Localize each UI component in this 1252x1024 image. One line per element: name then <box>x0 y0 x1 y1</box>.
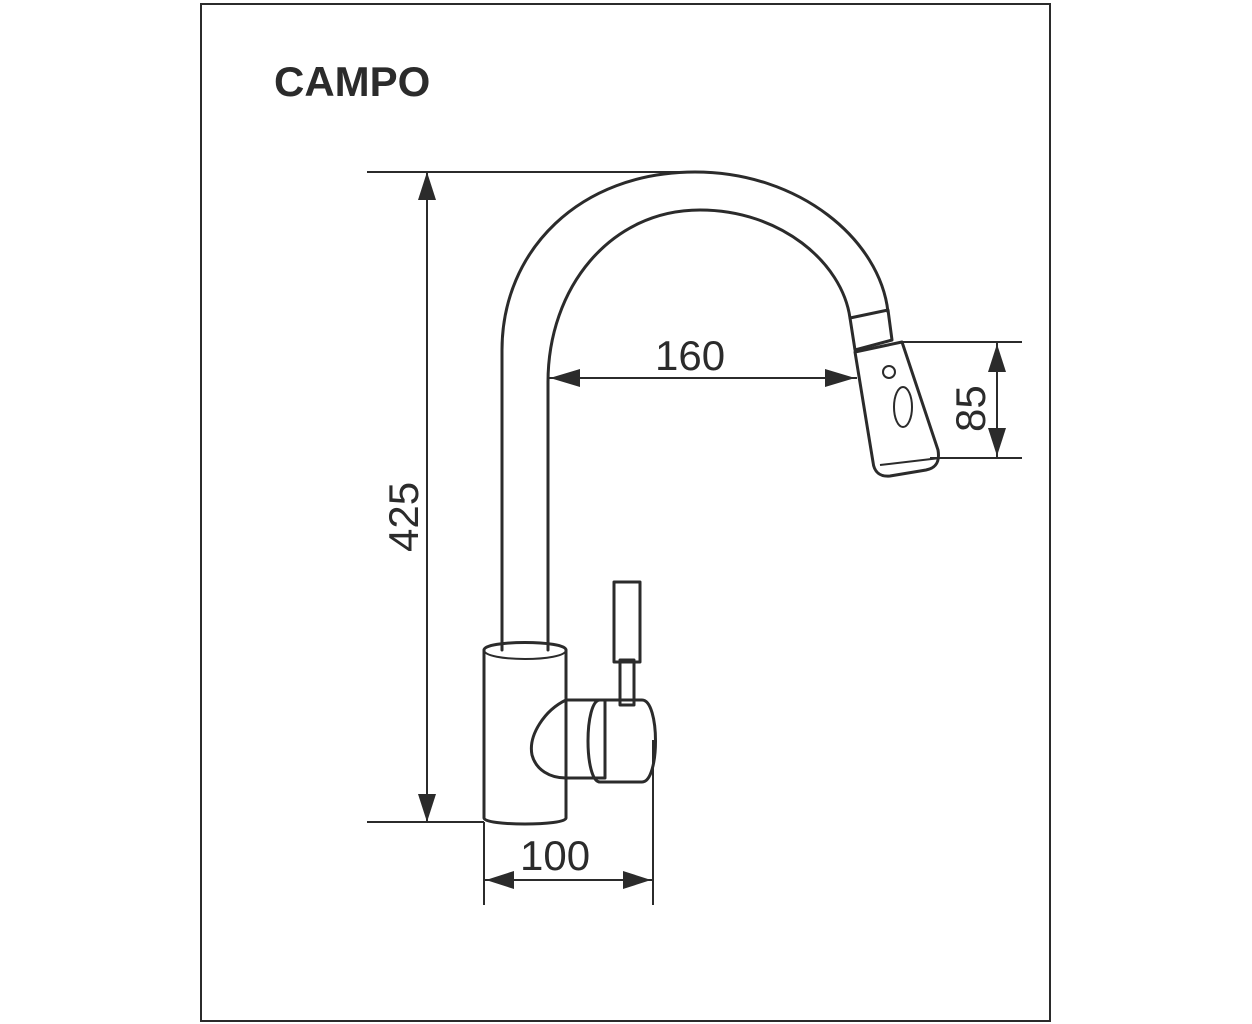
lever-connector <box>529 698 607 780</box>
faucet-body <box>482 641 568 826</box>
faucet-outline <box>482 170 941 826</box>
handle-stem <box>618 658 636 707</box>
spout <box>500 170 890 652</box>
cartridge <box>586 698 657 784</box>
dimension-head: 85 <box>902 341 1022 459</box>
model-title: CAMPO <box>274 58 430 105</box>
handle-grip <box>612 580 642 664</box>
spray-button <box>893 386 913 428</box>
dimension-base: 100 <box>483 740 654 905</box>
head-label: 85 <box>947 385 994 432</box>
spray-outlet <box>879 457 941 466</box>
spray-indicator <box>882 365 896 379</box>
spout-ring <box>848 308 894 352</box>
dimension-height: 425 <box>367 171 695 823</box>
height-label: 425 <box>380 482 427 552</box>
spray-head <box>853 340 940 478</box>
reach-label: 160 <box>655 332 725 379</box>
body-collar <box>483 649 567 660</box>
dimension-reach: 160 <box>548 332 857 387</box>
base-label: 100 <box>520 832 590 879</box>
drawing-frame <box>200 3 1051 1022</box>
